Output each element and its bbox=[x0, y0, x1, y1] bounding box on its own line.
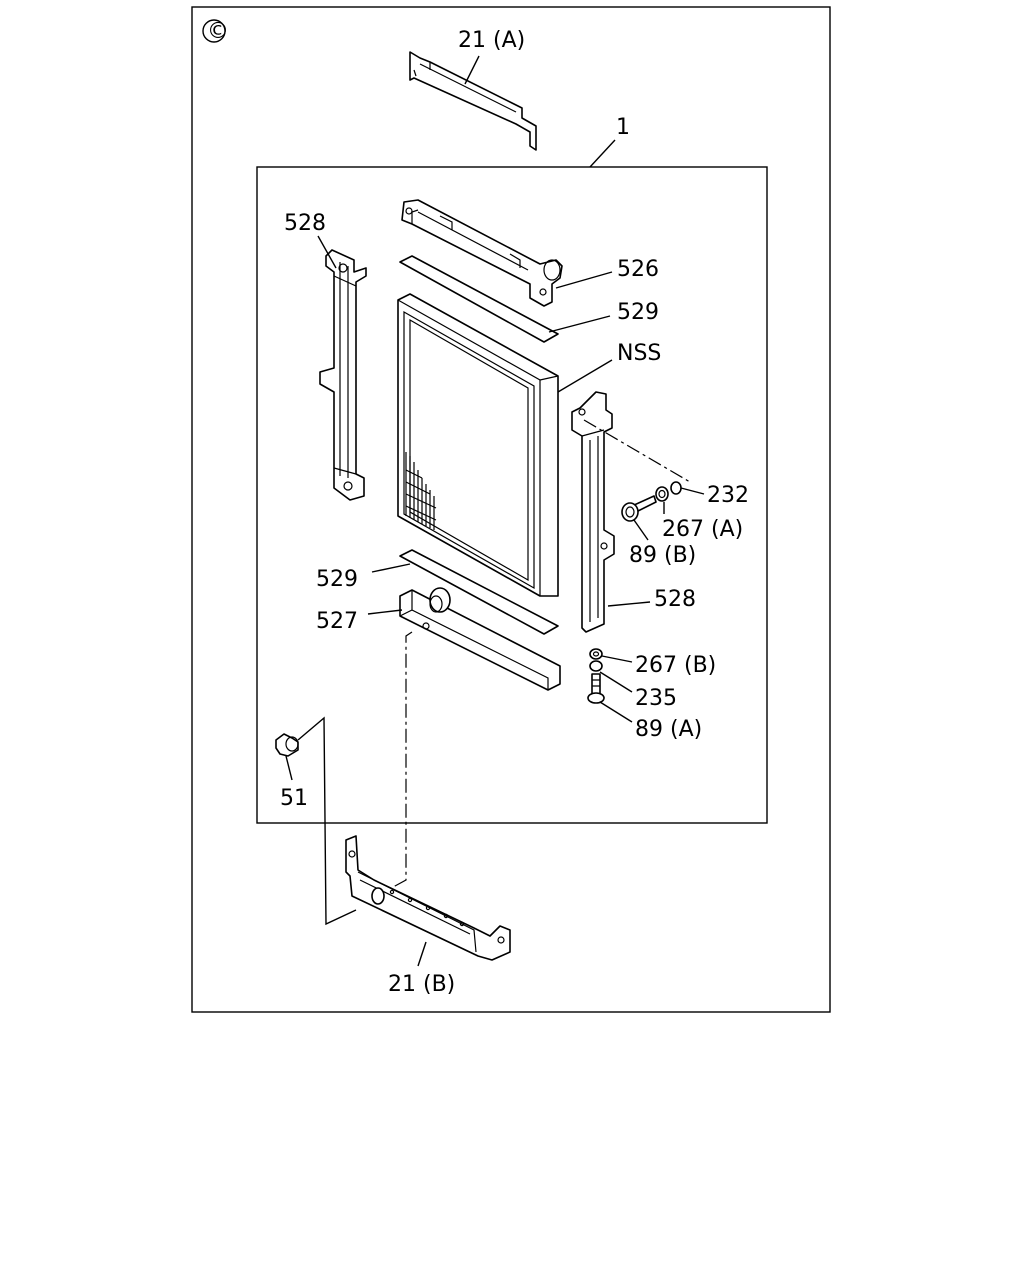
alignment-line-lower bbox=[383, 631, 413, 893]
part-528-right-bracket bbox=[571, 391, 615, 633]
leader-nss bbox=[557, 359, 613, 393]
copyright-icon: © bbox=[202, 19, 229, 44]
part-51-drain-plug bbox=[275, 733, 299, 757]
leader-89b bbox=[633, 519, 649, 541]
part-21a-bracket bbox=[409, 51, 537, 151]
label-235: 235 bbox=[635, 686, 677, 711]
part-232-nut bbox=[670, 481, 682, 495]
leader-21b bbox=[417, 941, 427, 967]
leader-527 bbox=[367, 609, 403, 615]
leader-1 bbox=[589, 139, 616, 168]
label-89a: 89 (A) bbox=[635, 717, 702, 742]
leader-529-bottom bbox=[371, 563, 411, 573]
assembly-frame bbox=[256, 166, 768, 824]
part-89a-bolt bbox=[587, 673, 605, 704]
label-21a: 21 (A) bbox=[458, 28, 525, 53]
part-89b-bolt bbox=[621, 495, 657, 522]
label-267a: 267 (A) bbox=[662, 517, 743, 542]
part-267a-washer bbox=[655, 486, 669, 502]
part-529-top-gasket bbox=[399, 255, 559, 343]
svg-text:©: © bbox=[207, 19, 229, 44]
leader-529-top bbox=[548, 315, 611, 333]
leader-232 bbox=[680, 487, 705, 495]
label-528-right: 528 bbox=[654, 587, 696, 612]
label-51: 51 bbox=[280, 786, 308, 811]
part-nss-core bbox=[397, 293, 559, 597]
part-527-lower-tank bbox=[399, 587, 561, 691]
alignment-line-plug bbox=[297, 716, 357, 926]
leader-528-left bbox=[317, 235, 337, 269]
label-529-top: 529 bbox=[617, 300, 659, 325]
label-1: 1 bbox=[616, 115, 630, 140]
label-nss: NSS bbox=[617, 341, 661, 366]
label-527: 527 bbox=[316, 609, 358, 634]
outer-frame bbox=[191, 6, 831, 1013]
part-235-lockwasher bbox=[589, 660, 603, 672]
leader-267b bbox=[601, 655, 633, 663]
leader-528-right bbox=[607, 601, 651, 607]
part-526-upper-tank bbox=[401, 199, 563, 307]
label-21b: 21 (B) bbox=[388, 972, 455, 997]
leader-51 bbox=[285, 755, 293, 781]
leader-526 bbox=[555, 271, 613, 289]
alignment-line-upper bbox=[583, 419, 691, 483]
label-232: 232 bbox=[707, 483, 749, 508]
label-529-bottom: 529 bbox=[316, 567, 358, 592]
leader-235 bbox=[599, 671, 633, 693]
part-267b-washer bbox=[589, 648, 603, 660]
leader-89a bbox=[599, 701, 633, 723]
core-mesh bbox=[405, 452, 437, 530]
label-526: 526 bbox=[617, 257, 659, 282]
part-528-left-bracket bbox=[319, 249, 367, 501]
label-528-left: 528 bbox=[284, 211, 326, 236]
part-529-bottom-gasket bbox=[399, 549, 559, 635]
label-267b: 267 (B) bbox=[635, 653, 716, 678]
part-21b-bracket bbox=[345, 835, 511, 961]
label-89b: 89 (B) bbox=[629, 543, 696, 568]
